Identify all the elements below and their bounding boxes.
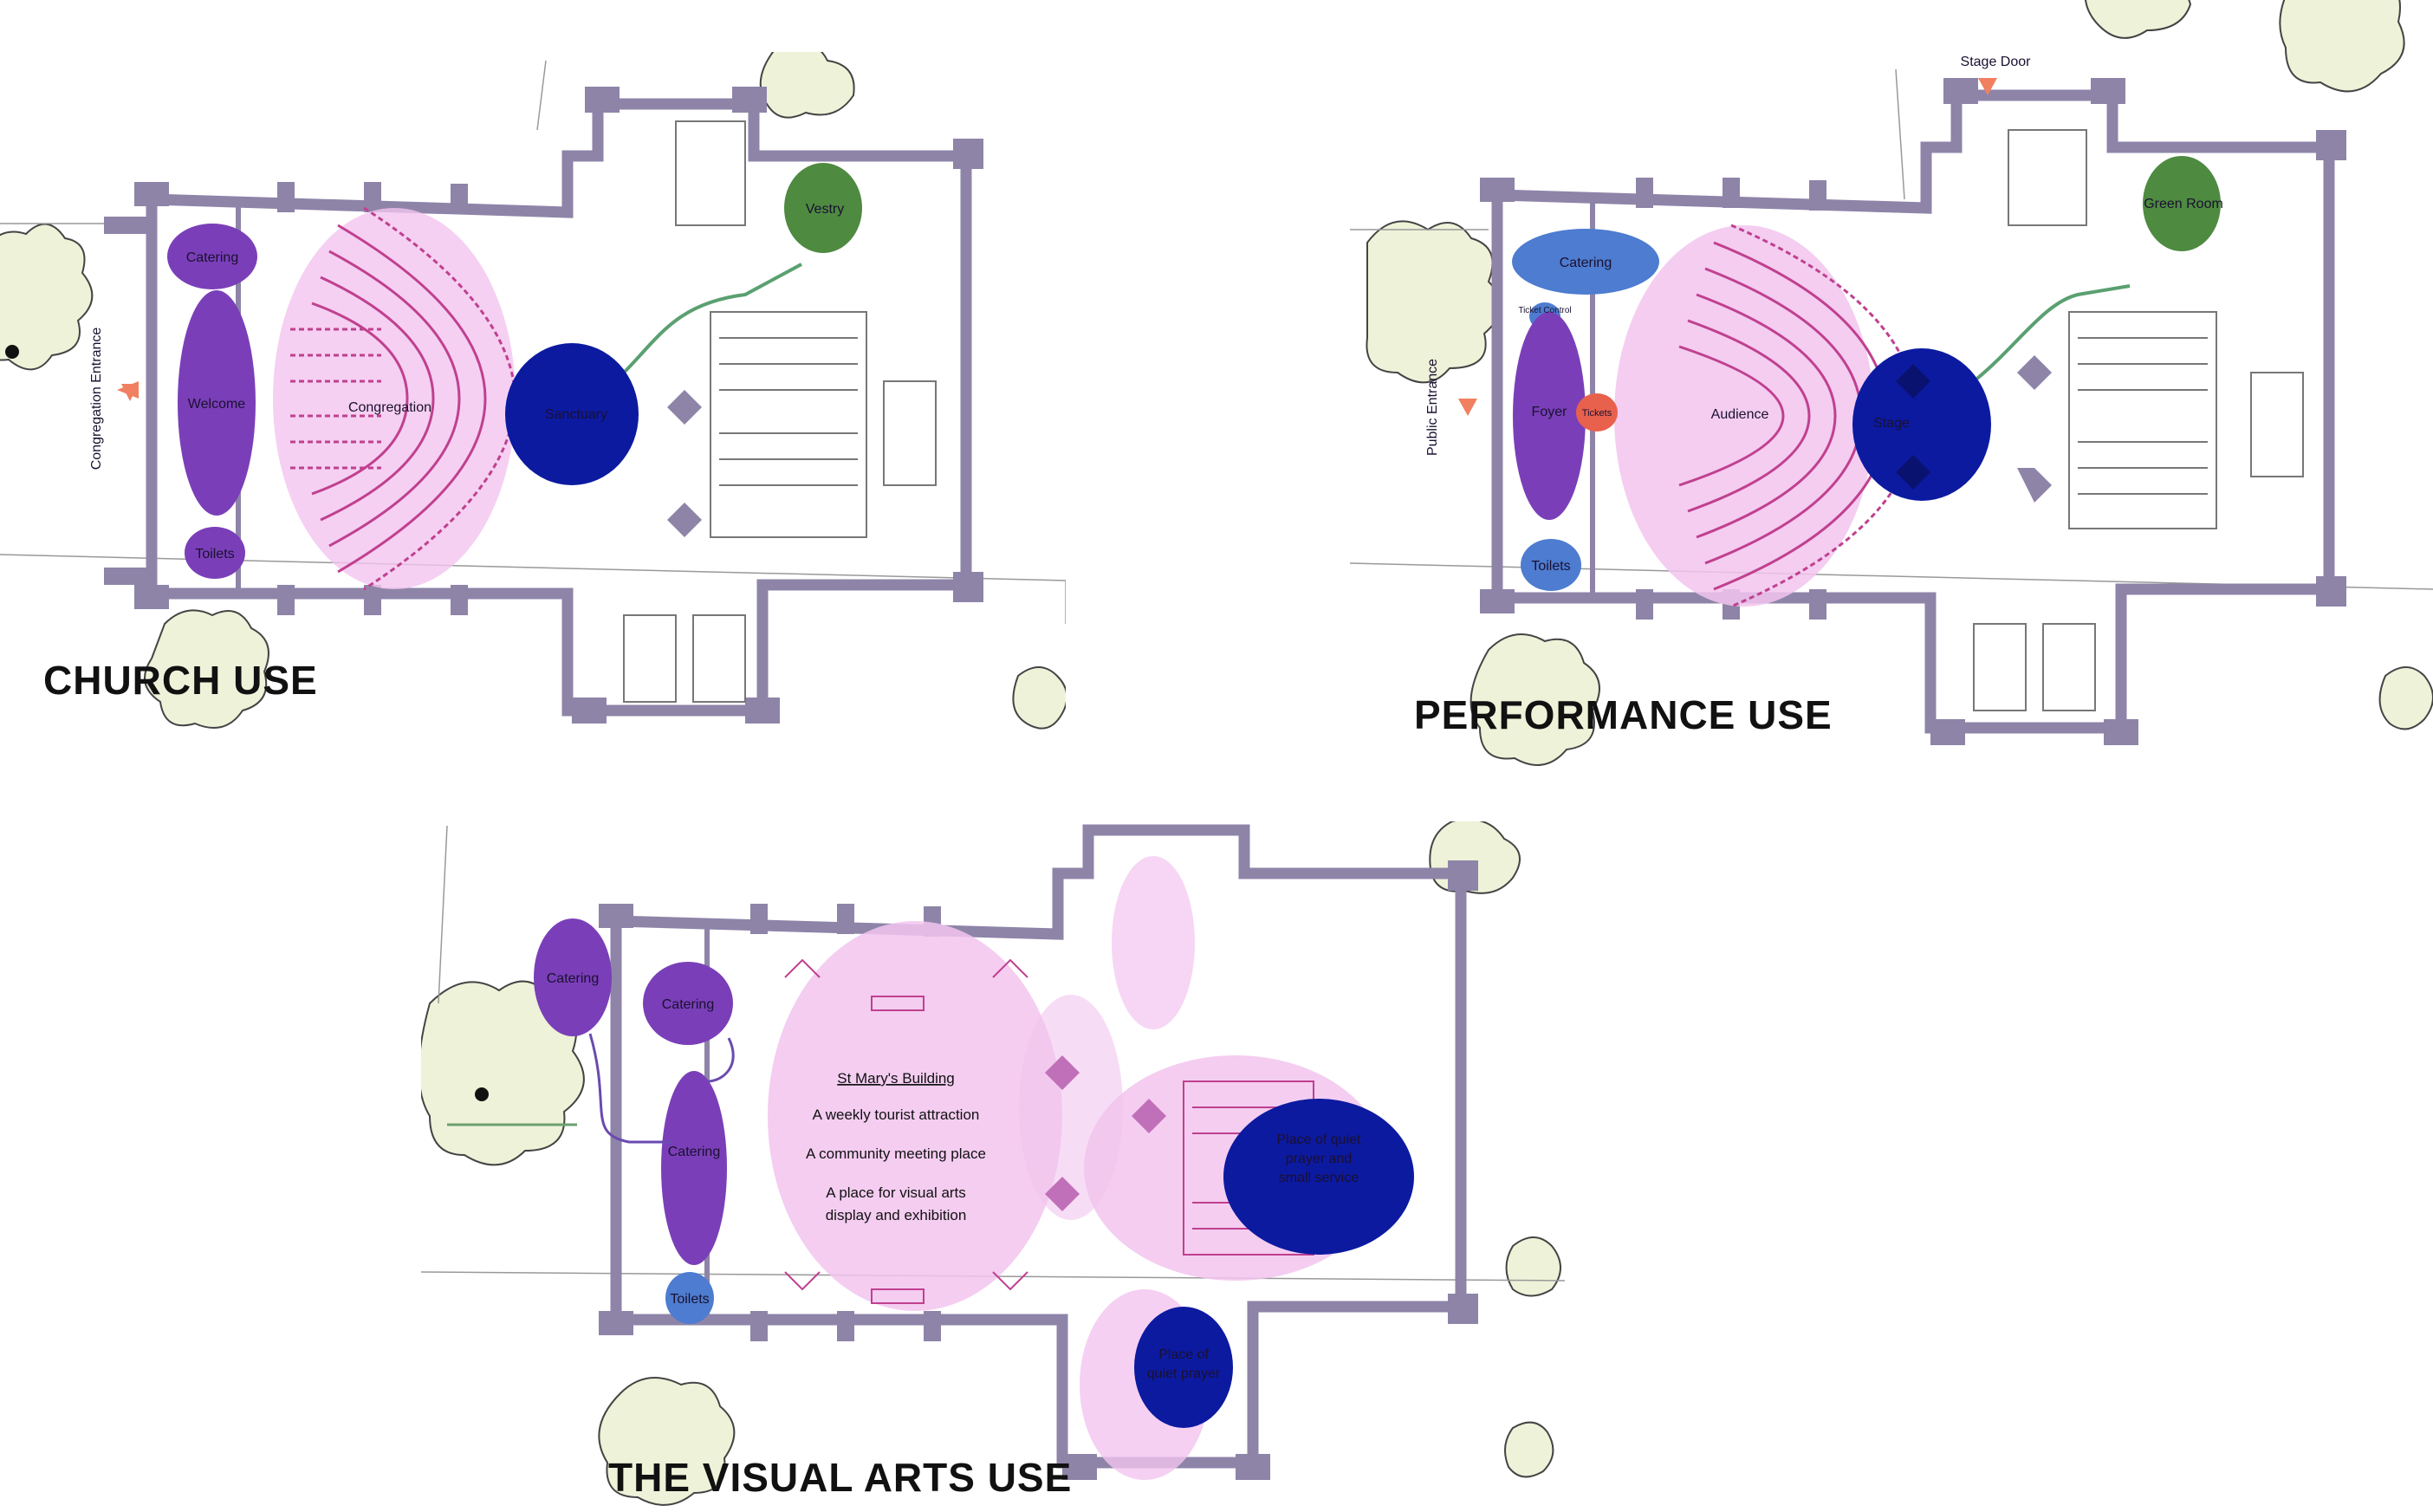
plan-title: THE VISUAL ARTS USE xyxy=(608,1455,1073,1500)
building-heading: St Mary's Building xyxy=(837,1070,955,1087)
stage-door-arrow-icon xyxy=(1978,78,1997,95)
zone-label: Catering xyxy=(662,997,714,1012)
zone-label: Catering xyxy=(547,971,599,986)
zone-label: Place of quiet xyxy=(1277,1132,1362,1147)
zone-label: Place of xyxy=(1158,1347,1209,1362)
building-purpose: A community meeting place xyxy=(806,1145,986,1162)
stage-door-label: Stage Door xyxy=(1961,55,2032,69)
zone-label: quiet prayer xyxy=(1147,1366,1221,1381)
tree-icon xyxy=(2378,666,2433,730)
pews xyxy=(1973,129,2304,711)
column-bases xyxy=(667,390,702,537)
zone-label: Toilets xyxy=(670,1292,709,1307)
tree-icon xyxy=(1366,220,1502,384)
tree-icon xyxy=(144,609,269,729)
tree-icon xyxy=(1505,1236,1561,1297)
zone-label: Toilets xyxy=(1531,559,1570,574)
zone-label: Catering xyxy=(186,250,238,265)
zone-label: Catering xyxy=(668,1145,720,1159)
zone-label: Tickets xyxy=(1582,408,1612,419)
zone-label: Congregation xyxy=(348,400,431,415)
zone-label: Audience xyxy=(1711,407,1769,422)
plan-title: PERFORMANCE USE xyxy=(1414,692,1833,737)
entrance-label: Congregation Entrance xyxy=(89,328,104,470)
exhibition-furniture xyxy=(784,958,1314,1304)
tree-icon xyxy=(1012,666,1066,730)
entrance-arrow-icon xyxy=(1458,399,1477,416)
building-purpose: A place for visual arts xyxy=(826,1184,966,1201)
wall-buttresses xyxy=(599,860,1478,1480)
building-purpose: display and exhibition xyxy=(826,1207,967,1223)
tree-icon xyxy=(759,52,855,119)
zone-label: Catering xyxy=(1560,256,1612,270)
zone-label: Stage xyxy=(1873,416,1910,431)
tree-icon xyxy=(598,1377,736,1506)
zone-label: Ticket Control xyxy=(1518,306,1571,315)
building-purpose: A weekly tourist attraction xyxy=(813,1106,980,1123)
church-use-plan: Catering Welcome Toilets Congregation Sa… xyxy=(0,52,1066,771)
tree-icon xyxy=(2279,0,2405,93)
zone-label: small service xyxy=(1279,1171,1359,1185)
zone-label: Sanctuary xyxy=(545,407,607,422)
zone-label: Welcome xyxy=(188,397,245,412)
wall-buttresses xyxy=(104,87,983,724)
zone-label: prayer and xyxy=(1286,1152,1353,1166)
tree-icon xyxy=(421,980,585,1166)
tree-icon xyxy=(2085,0,2192,39)
entrance-label: Public Entrance xyxy=(1425,359,1440,456)
zone-label: Vestry xyxy=(806,202,844,217)
tree-icon xyxy=(1470,633,1600,766)
zone-label: Toilets xyxy=(195,547,234,561)
zone-label: Foyer xyxy=(1532,405,1568,419)
zone-label: Green Room xyxy=(2144,197,2223,211)
visual-arts-use-plan: Catering Catering Catering Toilets Place… xyxy=(421,821,1565,1512)
plan-title: CHURCH USE xyxy=(43,658,318,703)
tree-icon xyxy=(1504,1421,1554,1478)
pews xyxy=(623,120,937,703)
tree-icon xyxy=(0,223,94,371)
performance-use-plan: Catering Ticket Control Foyer Tickets To… xyxy=(1350,0,2433,780)
